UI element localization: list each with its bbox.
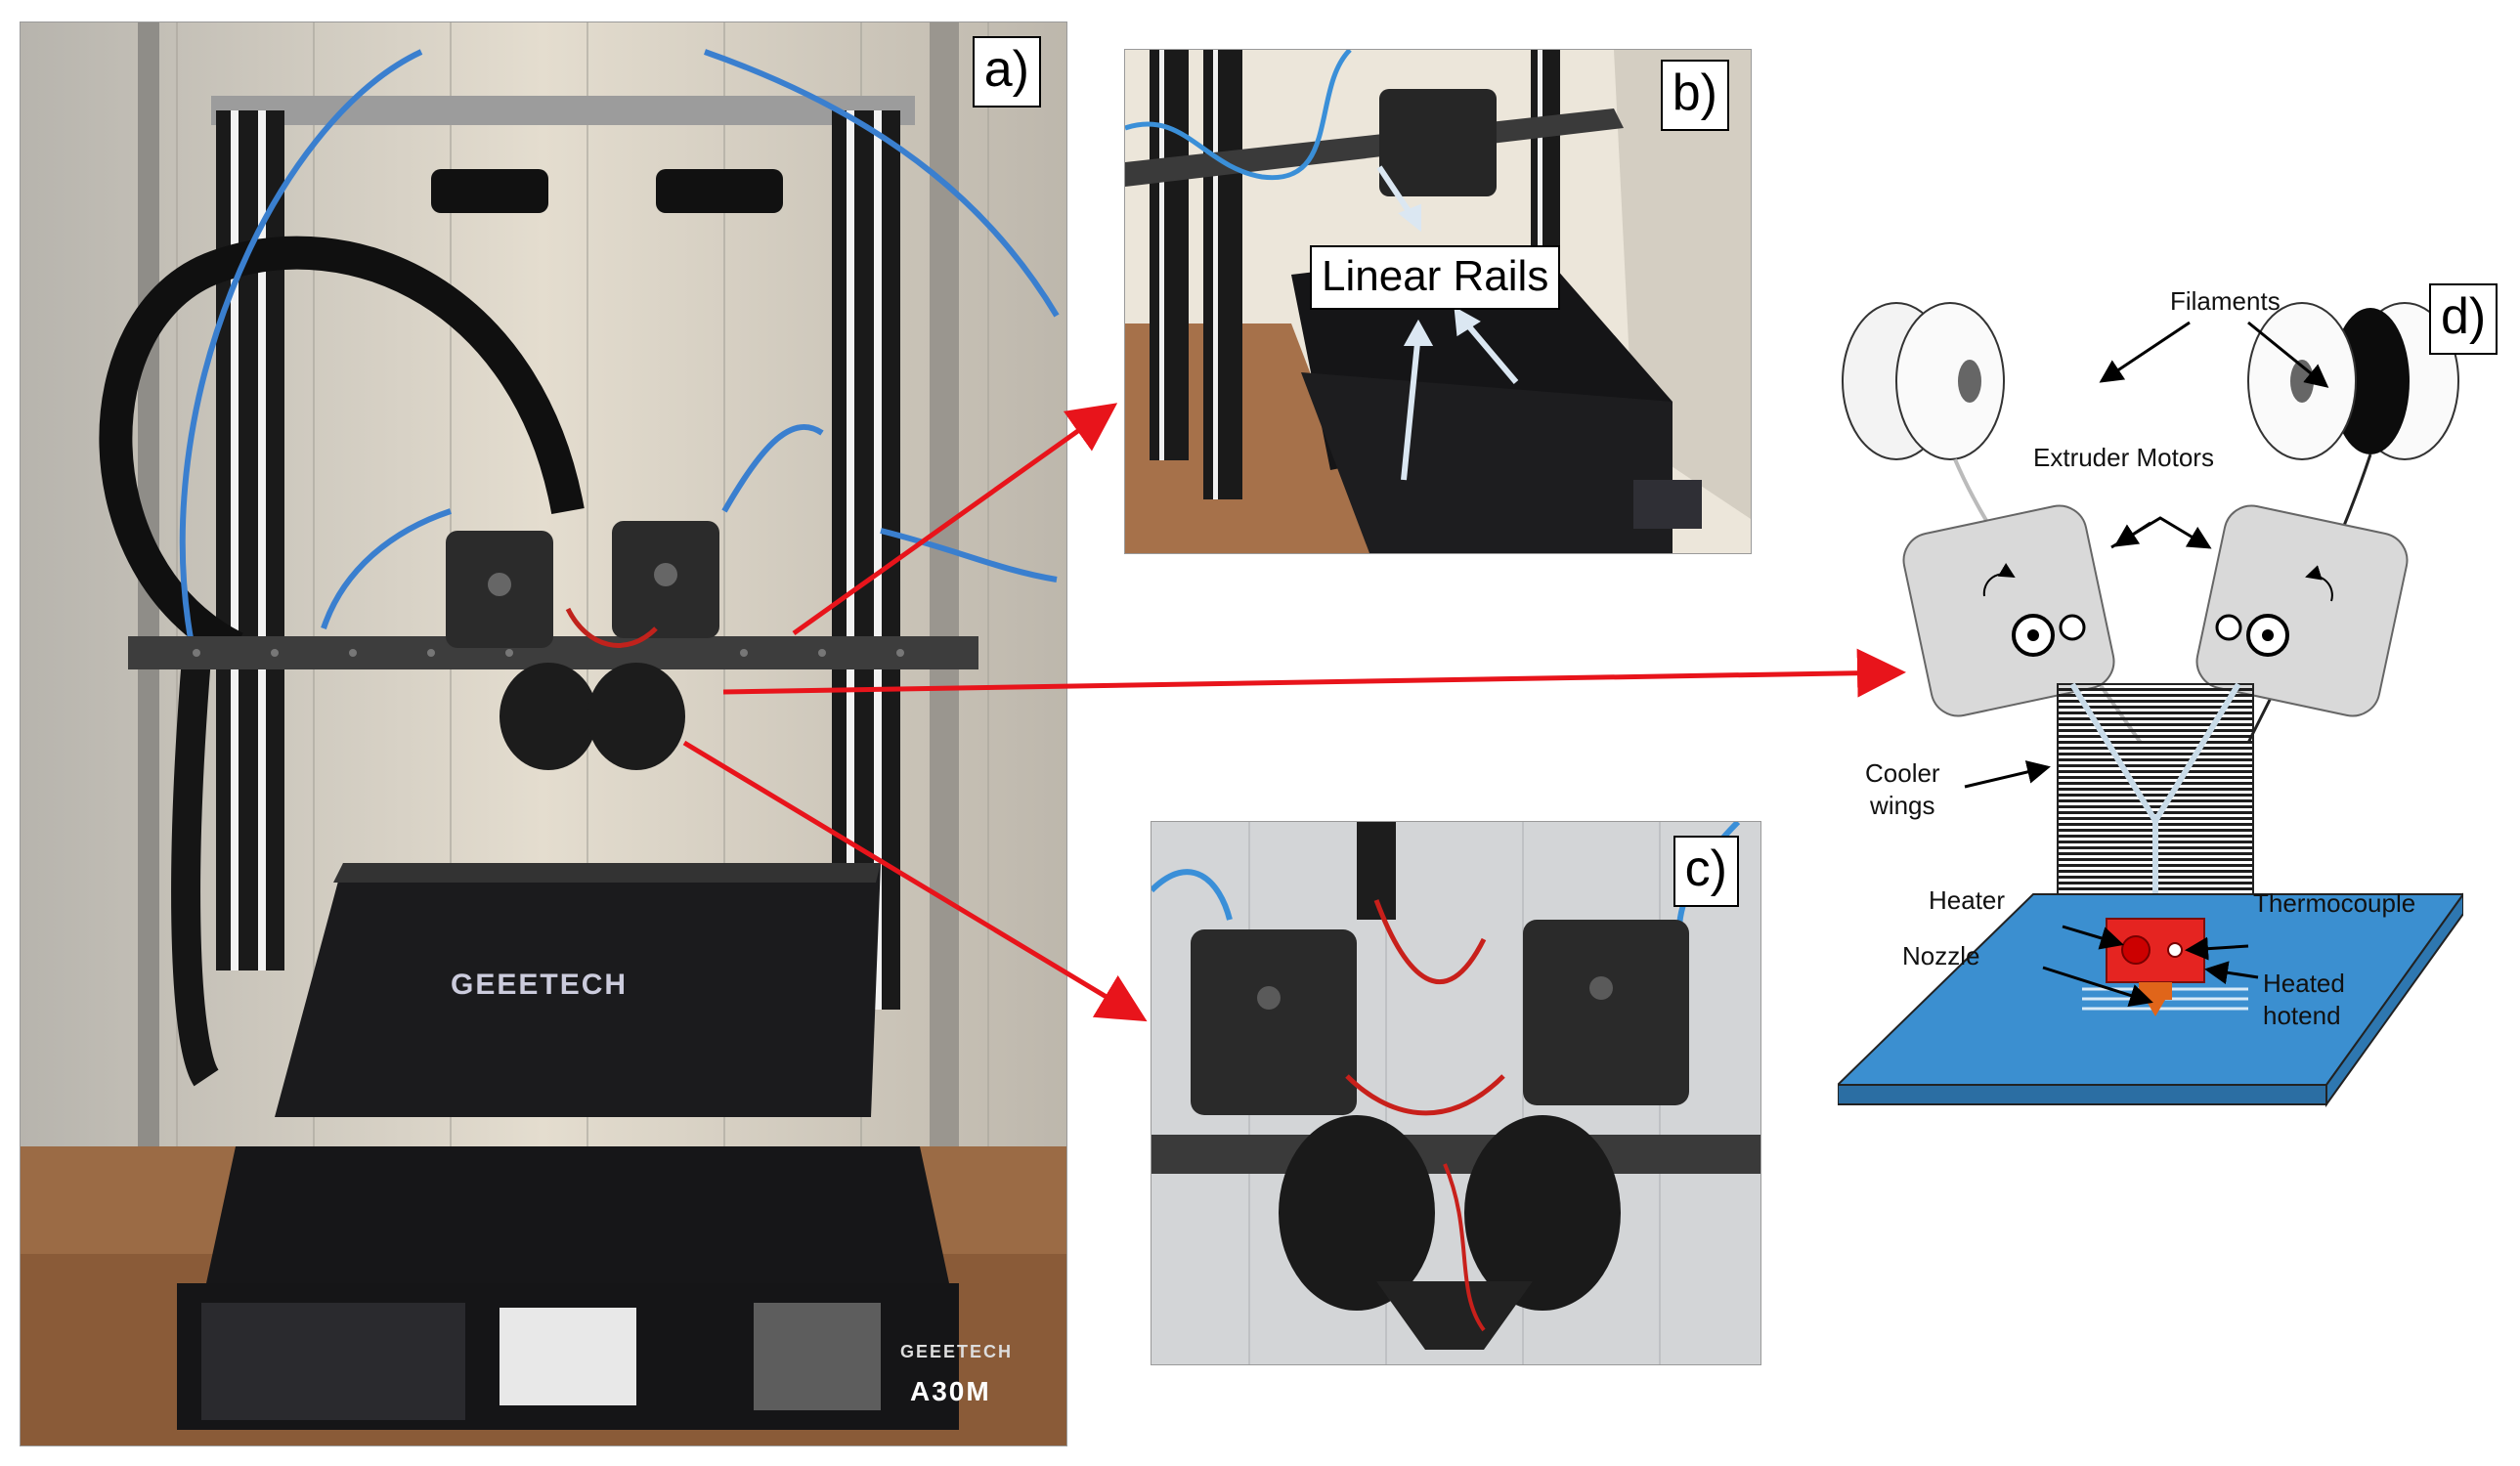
base-model-text: A30M bbox=[910, 1376, 991, 1406]
heatsink-fin bbox=[2058, 729, 2253, 732]
filament-spool-right bbox=[2247, 302, 2459, 460]
panel-a-label: a) bbox=[972, 36, 1041, 108]
extruder-right bbox=[612, 521, 719, 638]
heatsink-fin bbox=[2058, 776, 2253, 779]
panel-b-label: b) bbox=[1660, 60, 1729, 132]
label-filaments: Filaments bbox=[2170, 286, 2281, 316]
heatsink-fin bbox=[2058, 717, 2253, 720]
extruder-right bbox=[1523, 920, 1689, 1105]
label-nozzle: Nozzle bbox=[1902, 941, 1980, 970]
heatsink-fin bbox=[2058, 694, 2253, 697]
extruder-motor-left bbox=[1902, 504, 2115, 717]
heatsink-fin bbox=[2058, 688, 2253, 691]
heatsink-fin bbox=[2058, 782, 2253, 785]
panel-a-photo: GEEETECH GEEETECH A30M a) bbox=[20, 22, 1067, 1446]
heatsink-fin bbox=[2058, 758, 2253, 761]
dual-extruder-photo bbox=[1151, 822, 1760, 1364]
hotend-schematic bbox=[1838, 302, 2463, 1108]
linear-rails-annotation: Linear Rails bbox=[1310, 245, 1561, 311]
heatsink-fin bbox=[2058, 747, 2253, 750]
label-thermocouple: Thermocouple bbox=[2253, 888, 2416, 918]
heatsink-fin bbox=[2058, 811, 2253, 814]
heatsink-fin bbox=[2058, 764, 2253, 767]
heatsink-fin bbox=[2058, 799, 2253, 802]
panel-c-label: c) bbox=[1673, 836, 1739, 908]
bed-brand-text: GEEETECH bbox=[451, 969, 629, 1001]
label-cooler-wings: Cooler wings bbox=[1865, 758, 1940, 820]
printer-photo bbox=[21, 22, 1066, 1445]
extruder-left bbox=[446, 531, 553, 648]
panel-c-photo: c) bbox=[1151, 821, 1761, 1365]
label-heated-hotend: Heated hotend bbox=[2263, 969, 2345, 1030]
filament-spool-left bbox=[1842, 302, 2005, 460]
hotend-fans bbox=[500, 607, 685, 770]
heatsink-fin bbox=[2058, 794, 2253, 797]
heatsink-fin bbox=[2058, 735, 2253, 738]
panel-d-label: d) bbox=[2429, 283, 2498, 356]
heatsink-fin bbox=[2058, 805, 2253, 808]
heatsink-fin bbox=[2058, 711, 2253, 714]
panel-d-diagram: Filaments Extruder Motors Cooler wings H… bbox=[1838, 274, 2463, 1153]
heatsink-fin bbox=[2058, 741, 2253, 744]
heatsink-fin bbox=[2058, 788, 2253, 791]
extruder-motor-right bbox=[2195, 504, 2409, 717]
label-heater: Heater bbox=[1929, 885, 2006, 915]
heatsink-fin bbox=[2058, 700, 2253, 703]
heatsink-fin bbox=[2058, 723, 2253, 726]
base-brand-text: GEEETECH bbox=[900, 1342, 1014, 1361]
label-extruder-motors: Extruder Motors bbox=[2033, 443, 2214, 472]
heatsink-fin bbox=[2058, 753, 2253, 755]
panel-b-photo: Linear Rails b) bbox=[1124, 49, 1752, 554]
heatsink-fin bbox=[2058, 706, 2253, 709]
heatsink-fin bbox=[2058, 770, 2253, 773]
extruder-left bbox=[1191, 929, 1357, 1115]
